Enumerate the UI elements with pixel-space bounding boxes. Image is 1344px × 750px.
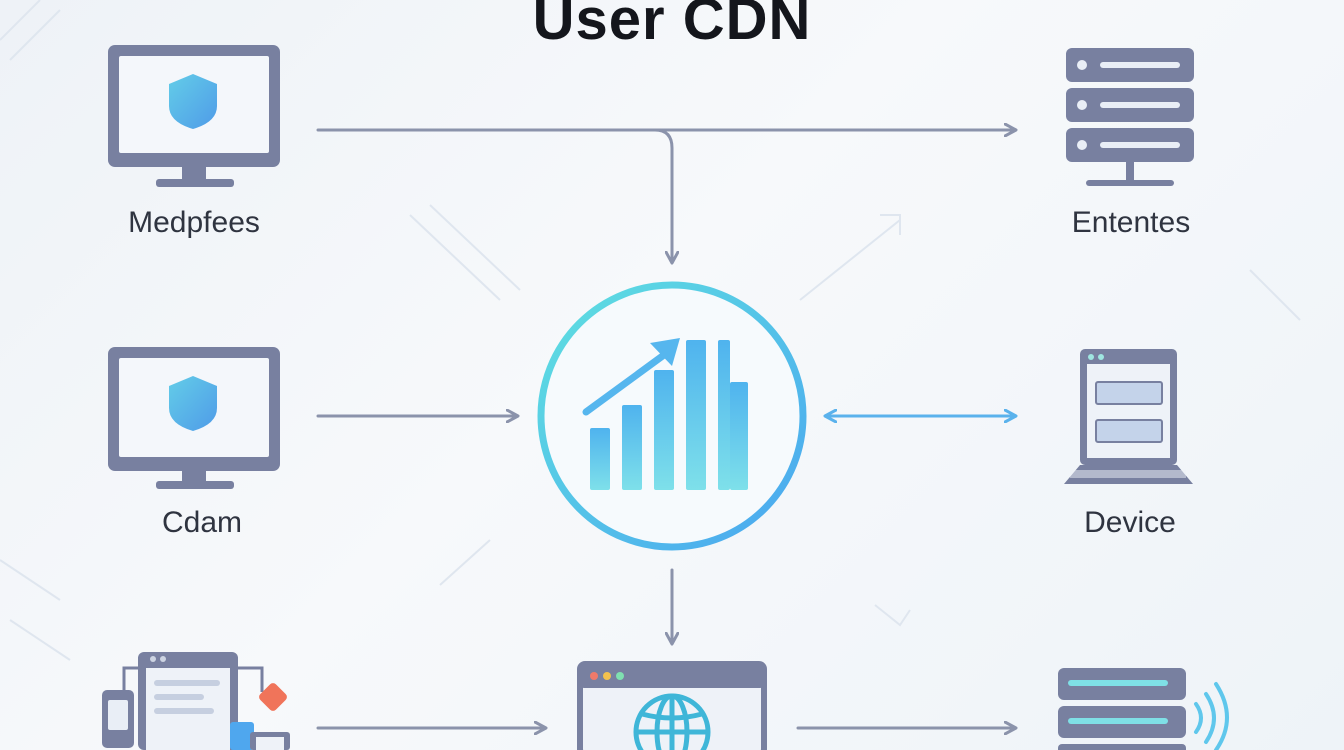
node-label-cdam: Cdam <box>161 506 243 539</box>
monitor-shield-icon <box>108 347 280 489</box>
devices-cluster-icon <box>102 652 290 750</box>
connector-top-branch <box>653 128 672 262</box>
analytics-chart-icon <box>537 281 807 551</box>
laptop-icon <box>1064 349 1193 484</box>
background-decoration <box>0 0 1301 661</box>
node-label-ententes: Ententes <box>1071 206 1191 239</box>
node-label-device: Device <box>1084 506 1176 539</box>
server-wireless-icon <box>1058 668 1229 750</box>
diagram-title: User CDN <box>532 0 812 52</box>
server-rack-icon <box>1066 48 1194 186</box>
monitor-shield-icon <box>108 45 280 187</box>
connectors <box>316 128 1015 728</box>
node-label-medpfees: Medpfees <box>128 206 260 239</box>
browser-globe-icon <box>577 661 767 750</box>
